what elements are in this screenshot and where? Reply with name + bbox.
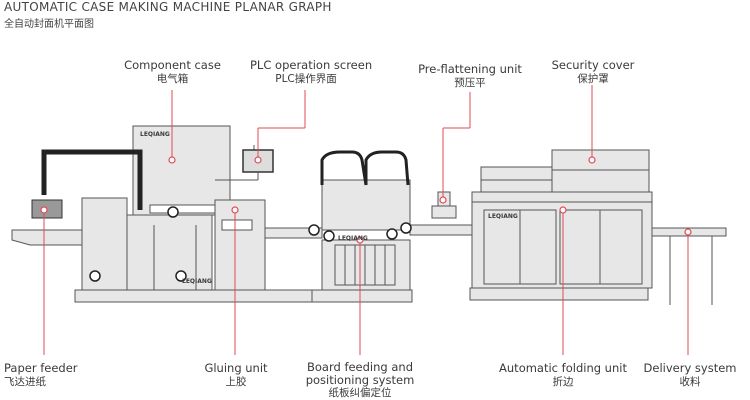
brand-logo-folder: LEQIANG (488, 213, 518, 220)
pre-flattening-base (431, 205, 457, 219)
label-board-feeding-en2: positioning system (305, 373, 415, 387)
label-component-case: Component case 电气箱 (115, 58, 230, 86)
component-case-body (132, 125, 231, 216)
gluing-unit-body (214, 199, 266, 291)
diagram-subtitle: 全自动封面机平面图 (4, 19, 94, 30)
label-board-feeding-en: Board feeding and (306, 360, 414, 374)
knob-board-3 (386, 228, 398, 240)
label-delivery-system-en: Delivery system (643, 361, 737, 375)
label-delivery-system: Delivery system 收料 (640, 361, 740, 389)
conveyor-to-folder (409, 224, 473, 236)
knob-cabinet (175, 270, 187, 282)
paper-feeder-body (81, 197, 128, 291)
brand-logo-board: LEQIANG (338, 235, 368, 242)
security-cover-top (551, 149, 650, 193)
callout-dot-board-feeding (356, 236, 364, 244)
label-paper-feeder-zh: 飞达进纸 (4, 376, 46, 388)
brand-logo-case: LEQIANG (140, 131, 170, 138)
brand-logo-feeder: LEQIANG (182, 278, 212, 285)
label-security-cover: Security cover 保护罩 (545, 58, 641, 86)
callout-dot-folding (559, 206, 567, 214)
label-delivery-system-zh: 收料 (679, 376, 701, 388)
callout-dot-plc (254, 156, 262, 164)
paper-feeder-table (11, 229, 83, 246)
board-feed-arch-right (364, 150, 410, 186)
label-component-case-en: Component case (124, 58, 221, 72)
label-component-case-zh: 电气箱 (156, 73, 189, 85)
label-gluing-unit-en: Gluing unit (204, 361, 268, 375)
knob-feeder (89, 270, 101, 282)
callout-dot-delivery (684, 228, 692, 236)
knob-board-4 (400, 222, 412, 234)
label-security-cover-en: Security cover (551, 58, 635, 72)
knob-board-2 (323, 230, 335, 242)
label-board-feeding-zh: 纸板纠偏定位 (328, 387, 392, 399)
feeder-arm (41, 149, 143, 210)
label-paper-feeder: Paper feeder 飞达进纸 (4, 361, 88, 389)
component-case-window (149, 204, 216, 214)
label-plc-screen-zh: PLC操作界面 (275, 73, 337, 85)
folding-unit-body (471, 201, 653, 289)
callout-dot-paper-feeder (40, 206, 48, 214)
diagram-title: AUTOMATIC CASE MAKING MACHINE PLANAR GRA… (4, 0, 332, 14)
knob-case (167, 206, 179, 218)
folding-unit-rail (471, 191, 653, 203)
callout-dot-component-case (168, 156, 176, 164)
callout-dot-gluing (231, 206, 239, 214)
label-security-cover-zh: 保护罩 (577, 73, 609, 85)
label-paper-feeder-en: Paper feeder (4, 361, 78, 375)
label-gluing-unit: Gluing unit 上胶 (200, 361, 272, 389)
board-feed-housing (321, 179, 411, 231)
label-folding-unit: Automatic folding unit 折边 (495, 361, 631, 389)
conveyor-to-board (264, 227, 323, 239)
callout-dot-security-cover (588, 156, 596, 164)
base-plate-mid (311, 289, 413, 303)
gluing-roller-box (221, 219, 253, 231)
label-folding-unit-zh: 折边 (552, 376, 574, 388)
label-pre-flattening-zh: 预压平 (454, 77, 486, 89)
label-plc-screen-en: PLC operation screen (250, 58, 373, 72)
label-plc-screen: PLC operation screen PLC操作界面 (250, 58, 372, 86)
board-feed-arch-left (320, 150, 368, 186)
knob-board-1 (308, 224, 320, 236)
label-pre-flattening-en: Pre-flattening unit (418, 62, 522, 76)
label-pre-flattening: Pre-flattening unit 预压平 (410, 62, 530, 90)
label-gluing-unit-zh: 上胶 (225, 376, 247, 388)
base-plate-right (469, 287, 649, 301)
label-board-feeding: Board feeding and positioning system 纸板纠… (302, 361, 418, 400)
base-plate-left (74, 289, 336, 303)
callout-dot-pre-flattening (439, 196, 447, 204)
label-folding-unit-en: Automatic folding unit (499, 361, 627, 375)
